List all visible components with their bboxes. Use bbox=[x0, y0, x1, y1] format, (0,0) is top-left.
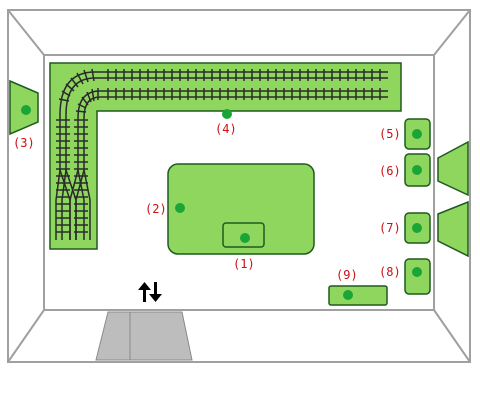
track-tie bbox=[83, 69, 89, 83]
label-8: (8) bbox=[379, 265, 401, 279]
label-5: (5) bbox=[379, 127, 401, 141]
label-9: (9) bbox=[336, 268, 358, 282]
label-6: (6) bbox=[379, 164, 401, 178]
marker-3 bbox=[21, 105, 31, 115]
track-rail bbox=[83, 96, 388, 119]
marker-5 bbox=[412, 129, 422, 139]
label-2: (2) bbox=[145, 202, 167, 216]
label-3: (3) bbox=[13, 136, 35, 150]
marker-6 bbox=[412, 165, 422, 175]
track-tie bbox=[77, 103, 87, 109]
marker-1 bbox=[240, 233, 250, 243]
marker-4 bbox=[222, 109, 232, 119]
entrance-door bbox=[95, 311, 193, 361]
label-4: (4) bbox=[215, 122, 237, 136]
station-9-box bbox=[328, 285, 388, 306]
track-rail bbox=[69, 169, 79, 240]
track-tie bbox=[75, 110, 87, 113]
track-rail bbox=[75, 169, 85, 240]
track-tie bbox=[65, 83, 75, 92]
track-rail bbox=[77, 90, 388, 119]
track-rail bbox=[59, 71, 388, 116]
marker-2 bbox=[175, 203, 185, 213]
track-rail bbox=[65, 77, 388, 116]
corner-line-bottom-left bbox=[7, 309, 45, 363]
label-7: (7) bbox=[379, 221, 401, 235]
track-tie bbox=[86, 91, 92, 103]
track-rail bbox=[83, 169, 91, 240]
center-table bbox=[167, 163, 315, 255]
corner-line-top-right bbox=[433, 9, 471, 56]
right-wall-panel-lower bbox=[437, 200, 469, 258]
inner-wall bbox=[43, 54, 435, 311]
up-down-arrows-icon bbox=[138, 282, 162, 302]
track-rail bbox=[77, 169, 85, 240]
track-tie bbox=[58, 98, 70, 102]
track-tie bbox=[76, 72, 84, 85]
marker-9 bbox=[343, 290, 353, 300]
layout-l-table bbox=[49, 62, 402, 250]
track-tie bbox=[61, 90, 71, 97]
track-tie bbox=[70, 77, 79, 88]
marker-8 bbox=[412, 267, 422, 277]
track-tie bbox=[81, 96, 89, 106]
label-1: (1) bbox=[233, 257, 255, 271]
corner-line-top-left bbox=[7, 9, 45, 56]
outer-wall bbox=[7, 9, 471, 363]
track-lines bbox=[55, 71, 388, 240]
door-floor-panel bbox=[95, 311, 193, 361]
track-tie bbox=[91, 88, 95, 102]
track-rail bbox=[55, 169, 61, 240]
position-markers bbox=[21, 105, 422, 300]
room-outline bbox=[7, 9, 471, 363]
corner-line-bottom-right bbox=[433, 309, 471, 363]
track-ties bbox=[56, 68, 381, 233]
track-rail bbox=[61, 169, 67, 240]
track-tie bbox=[91, 68, 95, 82]
marker-7 bbox=[412, 223, 422, 233]
right-wall-panel-upper bbox=[437, 140, 469, 197]
